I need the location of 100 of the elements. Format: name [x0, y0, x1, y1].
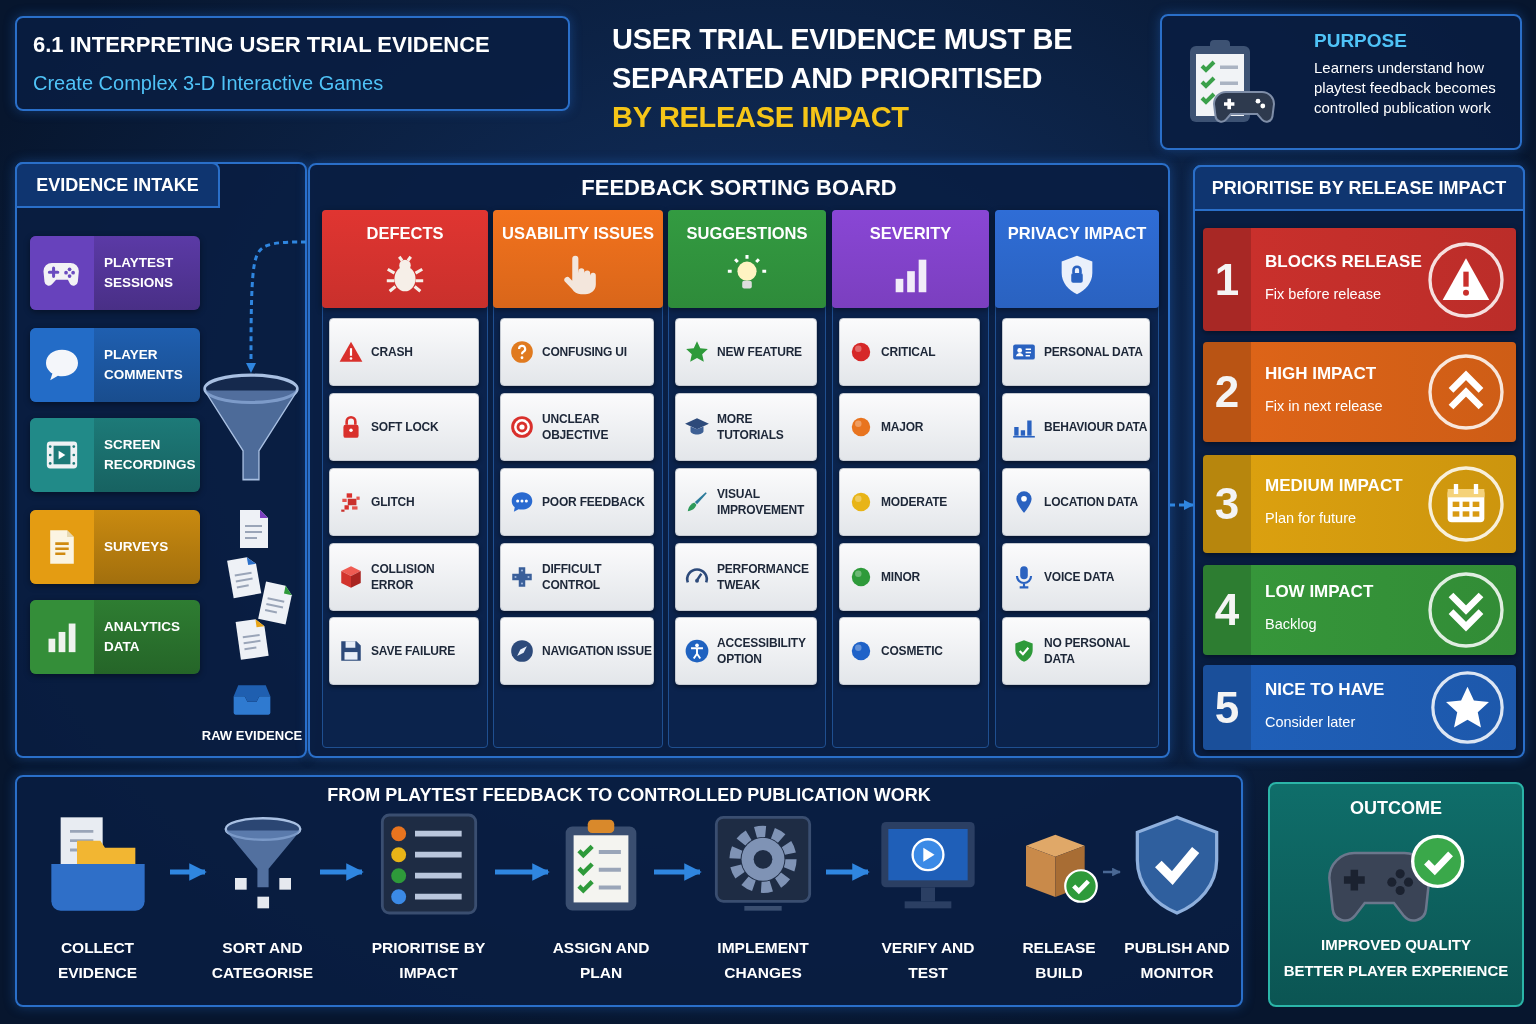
- evidence-source-card: [30, 418, 200, 492]
- step-label: RELEASE BUILD: [1021, 938, 1097, 983]
- dashed-arrow: [1170, 499, 1195, 511]
- evidence-card: [839, 393, 980, 461]
- source-label: SCREEN RECORDINGS: [104, 436, 197, 474]
- item-label: CONFUSING UI: [542, 343, 628, 361]
- priority-number: 1: [1213, 254, 1241, 305]
- evidence-card: [839, 543, 980, 611]
- priority-card: [1203, 455, 1516, 553]
- evidence-card: [1002, 318, 1150, 386]
- item-label: CRITICAL: [881, 343, 937, 361]
- workflow-panel: [15, 775, 1243, 1007]
- evidence-card: [1002, 468, 1150, 536]
- arrow: [495, 863, 550, 881]
- item-label: VISUAL IMPROVEMENT: [717, 485, 806, 519]
- evidence-card: [329, 318, 479, 386]
- arrow: [654, 863, 702, 881]
- evidence-card: [675, 543, 817, 611]
- item-label: NEW FEATURE: [717, 343, 803, 361]
- evidence-card: [839, 318, 980, 386]
- priority-card: [1203, 665, 1516, 750]
- arrow: [1103, 867, 1121, 877]
- category-column: [995, 210, 1159, 748]
- evidence-card: [675, 468, 817, 536]
- step-label: COLLECT EVIDENCE: [56, 938, 139, 983]
- evidence-source-card: [30, 510, 200, 584]
- evidence-card: [329, 617, 479, 685]
- evidence-card: [1002, 543, 1150, 611]
- evidence-source-card: [30, 600, 200, 674]
- priority-note: Fix before release: [1265, 285, 1382, 302]
- main-title: USER TRIAL EVIDENCE MUST BE SEPARATED AND PRIORITISED: [612, 22, 1074, 97]
- priority-card: [1203, 342, 1516, 442]
- evidence-card: [329, 468, 479, 536]
- priority-title: BLOCKS RELEASE: [1265, 251, 1422, 272]
- item-label: VOICE DATA: [1044, 568, 1116, 586]
- category-column: [322, 210, 488, 748]
- evidence-source-card: [30, 236, 200, 310]
- item-label: COLLISION ERROR: [371, 560, 436, 594]
- evidence-card: [675, 318, 817, 386]
- priority-card: [1203, 565, 1516, 655]
- item-label: GLITCH: [371, 493, 416, 511]
- step-label: IMPLEMENT CHANGES: [716, 938, 810, 983]
- category-title: SUGGESTIONS: [685, 224, 809, 243]
- source-label: PLAYTEST SESSIONS: [104, 254, 175, 292]
- arrow: [826, 863, 870, 881]
- item-label: PERFORMANCE TWEAK: [717, 560, 810, 594]
- priority-title: LOW IMPACT: [1265, 582, 1374, 602]
- item-label: MINOR: [881, 568, 921, 586]
- intake-panel: [15, 162, 307, 758]
- outcome-text: IMPROVED QUALITY: [1320, 936, 1472, 953]
- evidence-card: [500, 318, 654, 386]
- item-label: POOR FEEDBACK: [542, 493, 646, 511]
- outcome-text: BETTER PLAYER EXPERIENCE: [1282, 962, 1510, 979]
- purpose-heading: PURPOSE: [1314, 30, 1407, 52]
- priority-number: 5: [1213, 682, 1241, 733]
- category-title: SEVERITY: [868, 224, 953, 243]
- priority-number: 3: [1213, 479, 1241, 529]
- section-heading: 6.1 INTERPRETING USER TRIAL EVIDENCE: [33, 32, 490, 58]
- dashed-arrow: [245, 240, 306, 374]
- panel-heading: PRIORITISE BY RELEASE IMPACT: [1193, 165, 1525, 211]
- subtitle: Create Complex 3-D Interactive Games: [33, 72, 384, 95]
- evidence-card: [839, 468, 980, 536]
- evidence-card: [675, 393, 817, 461]
- step-label: PUBLISH AND MONITOR: [1123, 938, 1231, 983]
- item-label: MORE TUTORIALS: [717, 410, 785, 444]
- priority-panel: [1193, 165, 1525, 758]
- board-heading: FEEDBACK SORTING BOARD: [580, 175, 898, 201]
- item-label: LOCATION DATA: [1044, 493, 1140, 511]
- category-title: PRIVACY IMPACT: [1006, 224, 1148, 243]
- title-highlight: BY RELEASE IMPACT: [612, 100, 910, 136]
- purpose-card: [1160, 14, 1522, 150]
- step-label: ASSIGN AND PLAN: [551, 938, 651, 983]
- category-column: [493, 210, 663, 748]
- evidence-card: [500, 393, 654, 461]
- item-label: DIFFICULT CONTROL: [542, 560, 603, 594]
- priority-title: HIGH IMPACT: [1265, 364, 1377, 384]
- item-label: MAJOR: [881, 418, 925, 436]
- priority-note: Consider later: [1265, 713, 1356, 730]
- evidence-card: [839, 617, 980, 685]
- flow-heading: FROM PLAYTEST FEEDBACK TO CONTROLLED PUBLICATION WORK: [326, 785, 932, 806]
- item-label: MODERATE: [881, 493, 949, 511]
- raw-evidence-label: RAW EVIDENCE: [200, 728, 304, 743]
- item-label: COSMETIC: [881, 642, 944, 660]
- item-label: NO PERSONAL DATA: [1044, 634, 1131, 668]
- evidence-card: [329, 393, 479, 461]
- evidence-card: [1002, 617, 1150, 685]
- category-column: [832, 210, 989, 748]
- outcome-card: [1268, 782, 1524, 1007]
- arrow: [170, 863, 207, 881]
- priority-note: Backlog: [1265, 616, 1317, 632]
- sorting-board: [308, 163, 1170, 758]
- evidence-card: [329, 543, 479, 611]
- step-label: VERIFY AND TEST: [880, 938, 976, 983]
- source-label: ANALYTICS DATA: [104, 618, 181, 656]
- source-label: PLAYER COMMENTS: [104, 346, 184, 384]
- priority-note: Fix in next release: [1265, 398, 1383, 414]
- priority-note: Plan for future: [1265, 510, 1357, 526]
- priority-title: MEDIUM IMPACT: [1265, 476, 1403, 496]
- panel-heading: EVIDENCE INTAKE: [15, 162, 220, 208]
- evidence-source-card: [30, 328, 200, 402]
